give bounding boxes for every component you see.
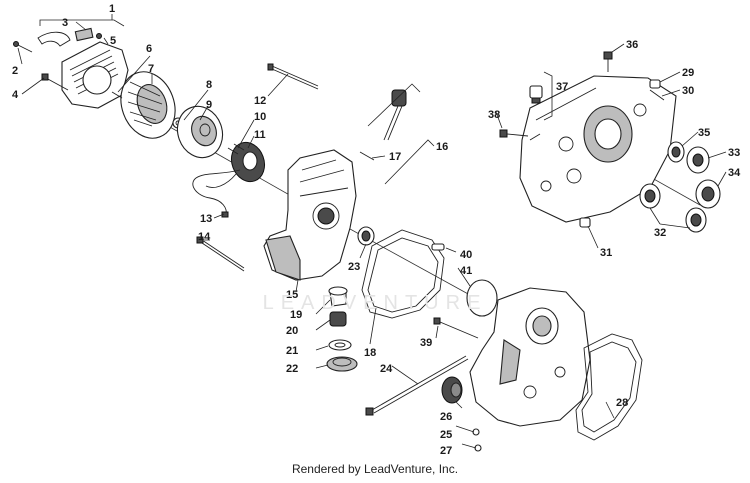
callout-15[interactable]: 15 — [286, 289, 298, 301]
right-crankcase-part[interactable] — [469, 287, 591, 427]
callout-29[interactable]: 29 — [682, 67, 694, 79]
screw-left-part[interactable] — [13, 41, 33, 53]
long-bolt-upper-part[interactable] — [267, 63, 319, 90]
callout-10[interactable]: 10 — [254, 111, 266, 123]
callout-39[interactable]: 39 — [420, 337, 432, 349]
dipstick-bracket — [367, 83, 435, 185]
stator-part[interactable] — [226, 138, 270, 187]
callout-41[interactable]: 41 — [460, 265, 472, 277]
callout-26[interactable]: 26 — [440, 411, 452, 423]
pin-part[interactable] — [359, 151, 375, 161]
bolt-left-part[interactable] — [41, 73, 69, 91]
seal-32-part[interactable] — [639, 183, 707, 233]
callout-16[interactable]: 16 — [436, 141, 448, 153]
long-bolt-lower-part[interactable] — [196, 236, 245, 272]
render-credit: Rendered by LeadVenture, Inc. — [291, 462, 459, 476]
callout-40[interactable]: 40 — [460, 249, 472, 261]
callout-30[interactable]: 30 — [682, 85, 694, 97]
callout-2[interactable]: 2 — [12, 65, 18, 77]
crankcase-gasket-part[interactable] — [361, 229, 445, 319]
dowel-29-part[interactable] — [649, 79, 661, 89]
cap-part[interactable] — [328, 286, 348, 307]
fan-shroud-part[interactable] — [61, 41, 129, 109]
dowel-31-part[interactable] — [579, 217, 591, 228]
washer-lower-part[interactable] — [328, 339, 352, 351]
small-screw-part[interactable] — [96, 33, 102, 39]
callout-21[interactable]: 21 — [286, 345, 298, 357]
callout-5[interactable]: 5 — [110, 35, 116, 47]
callout-38[interactable]: 38 — [488, 109, 500, 121]
leader-lines — [17, 21, 727, 449]
callout-3[interactable]: 3 — [62, 17, 68, 29]
bracket-37 — [543, 71, 553, 121]
fan-screw-part[interactable] — [111, 91, 123, 99]
callout-25[interactable]: 25 — [440, 429, 452, 441]
callout-34[interactable]: 34 — [728, 167, 741, 179]
callout-35[interactable]: 35 — [698, 127, 710, 139]
spring-part[interactable] — [329, 311, 347, 327]
callout-22[interactable]: 22 — [286, 363, 298, 375]
left-crankcase-part[interactable] — [263, 149, 357, 281]
label-plate-part[interactable] — [74, 27, 94, 42]
callout-24[interactable]: 24 — [380, 363, 393, 375]
cooling-fan-part[interactable] — [112, 64, 184, 146]
bolt-38-part[interactable] — [499, 129, 529, 138]
callout-18[interactable]: 18 — [364, 347, 376, 359]
callout-7[interactable]: 7 — [148, 63, 154, 75]
bracket-1 — [39, 14, 125, 27]
callout-6[interactable]: 6 — [146, 43, 152, 55]
dipstick-part[interactable] — [383, 89, 407, 141]
callout-4[interactable]: 4 — [12, 89, 19, 101]
dowel-pin-part[interactable] — [431, 243, 445, 251]
callout-31[interactable]: 31 — [600, 247, 612, 259]
callout-9[interactable]: 9 — [206, 99, 212, 111]
callout-11[interactable]: 11 — [254, 129, 266, 141]
callout-8[interactable]: 8 — [206, 79, 212, 91]
bolt-36-part[interactable] — [603, 51, 613, 72]
wiring-harness-part[interactable] — [192, 169, 241, 218]
callout-13[interactable]: 13 — [200, 213, 212, 225]
callout-12[interactable]: 12 — [254, 95, 266, 107]
callout-37[interactable]: 37 — [556, 81, 568, 93]
flywheel-part[interactable] — [170, 100, 229, 164]
shroud-seal-part[interactable] — [37, 31, 71, 47]
callout-numbers: 1 2 3 4 5 6 7 8 9 10 11 12 13 14 15 16 1… — [12, 3, 741, 457]
seal-33-part[interactable] — [686, 146, 710, 174]
callout-19[interactable]: 19 — [290, 309, 302, 321]
seal-35-part[interactable] — [667, 141, 685, 163]
leadventure-watermark: LEADVENTURE — [262, 292, 488, 314]
seal-lower-part[interactable] — [326, 356, 358, 372]
long-bolt-24-part[interactable] — [365, 355, 469, 416]
bolt-39-part[interactable] — [433, 317, 479, 339]
callout-27[interactable]: 27 — [440, 445, 452, 457]
callout-20[interactable]: 20 — [286, 325, 298, 337]
callout-36[interactable]: 36 — [626, 39, 638, 51]
callout-28[interactable]: 28 — [616, 397, 628, 409]
callout-33[interactable]: 33 — [728, 147, 740, 159]
seal-34-part[interactable] — [695, 179, 721, 209]
gearcase-cover-part[interactable] — [519, 75, 677, 223]
callout-17[interactable]: 17 — [389, 151, 401, 163]
callout-14[interactable]: 14 — [198, 231, 211, 243]
bearing-26-part[interactable] — [441, 376, 463, 404]
callout-32[interactable]: 32 — [654, 227, 666, 239]
o-ring-part[interactable] — [466, 279, 498, 317]
plug-37-part[interactable] — [529, 85, 543, 104]
right-gasket-part[interactable] — [575, 333, 643, 441]
callout-23[interactable]: 23 — [348, 261, 360, 273]
oil-seal-part[interactable] — [357, 226, 375, 246]
callout-1[interactable]: 1 — [109, 3, 115, 15]
